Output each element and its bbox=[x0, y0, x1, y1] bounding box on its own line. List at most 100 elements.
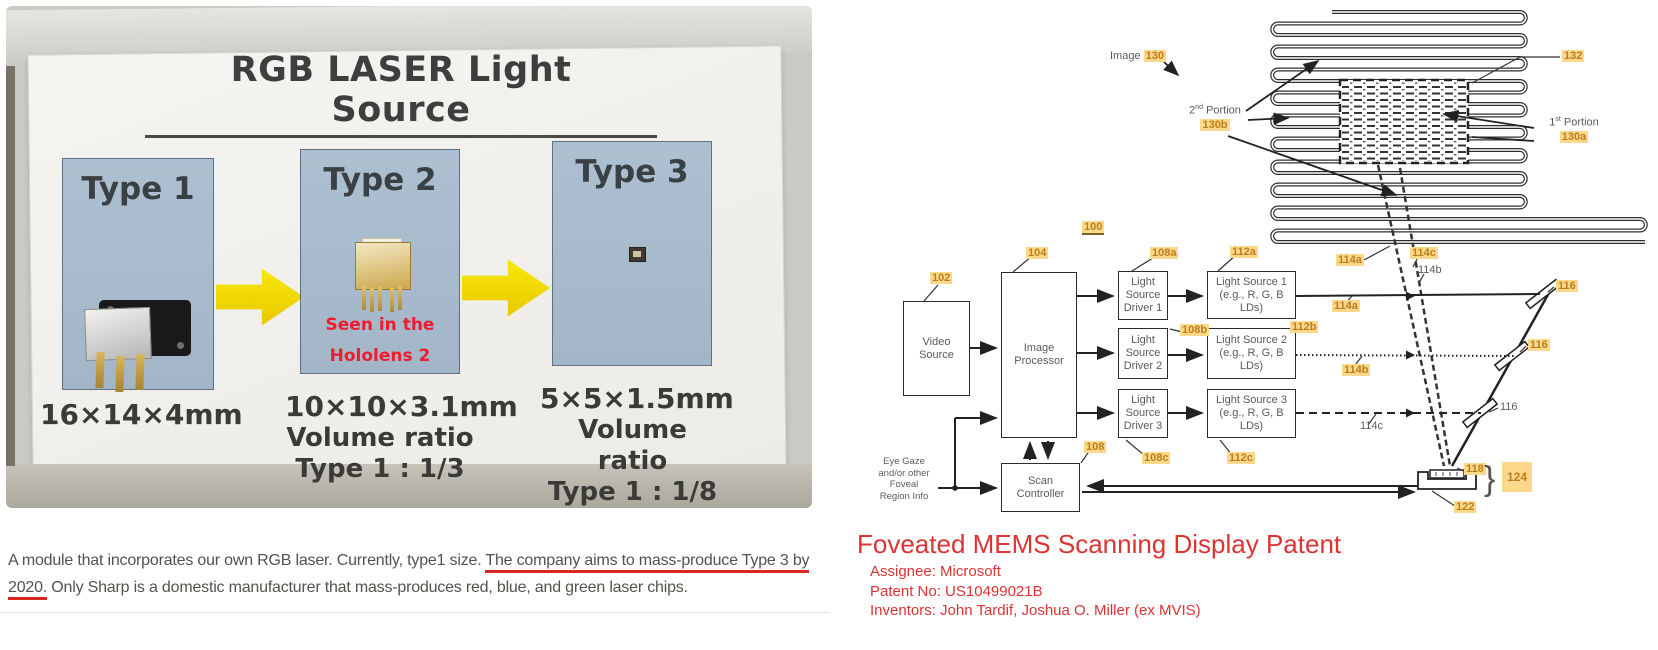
ref-118: 118 bbox=[1464, 463, 1486, 475]
ref-124: 124 bbox=[1502, 462, 1533, 492]
light-source-driver3-block: Light Source Driver 3 bbox=[1118, 389, 1168, 438]
patent-assignee: Assignee: Microsoft bbox=[870, 563, 1001, 580]
ref-124-label: 124 bbox=[1502, 462, 1533, 492]
type2-pin bbox=[362, 286, 366, 310]
ref-112a: 112a bbox=[1230, 246, 1258, 258]
type1-size: 16×14×4mm bbox=[40, 398, 243, 431]
caption-line1: A module that incorporates our own RGB l… bbox=[8, 547, 828, 574]
video-source-block: Video Source bbox=[903, 301, 970, 396]
portion2-num: 2 bbox=[1189, 104, 1196, 117]
ref-130b: 130b bbox=[1200, 118, 1230, 131]
ref-112b-label: 112b bbox=[1290, 321, 1319, 333]
caption-line2-underlined: 2020. bbox=[8, 579, 47, 600]
patent-figure: Video Source Image Processor Light Sourc… bbox=[820, 0, 1658, 650]
ref-108b: 108b bbox=[1180, 324, 1210, 336]
type1-size-block: 16×14×4mm bbox=[40, 398, 243, 431]
type2-pin bbox=[370, 288, 374, 312]
type2-label: Type 2 bbox=[323, 162, 437, 198]
light-beams bbox=[1295, 291, 1541, 418]
caption-line2-normal: Only Sharp is a domestic manufacturer th… bbox=[47, 579, 688, 596]
photo-left-shadow bbox=[6, 66, 15, 466]
second-portion-label: 2nd Portion 130b bbox=[1180, 104, 1250, 131]
eye-gaze-line3: Foveal bbox=[889, 479, 919, 490]
ref-112c: 112c bbox=[1227, 452, 1255, 464]
type1-pin bbox=[135, 353, 145, 391]
ref-114b-lower-label: 114b bbox=[1342, 364, 1371, 376]
type1-pin bbox=[95, 351, 105, 389]
ref-108: 108 bbox=[1084, 441, 1107, 453]
caption-line1-underlined: The company aims to mass-produce Type 3 … bbox=[485, 552, 810, 573]
eye-gaze-label: Eye Gaze and/or other Foveal Region Info bbox=[868, 456, 940, 502]
portion1-sup: st bbox=[1555, 116, 1561, 123]
type2-volume-label: Volume ratio bbox=[286, 423, 474, 453]
ref-108b-label: 108b bbox=[1180, 324, 1210, 336]
eye-gaze-line2: and/or other bbox=[878, 467, 930, 479]
patent-inventors: Inventors: John Tardif, Joshua O. Miller… bbox=[870, 602, 1201, 619]
type1-pin bbox=[115, 355, 125, 393]
ref-104: 104 bbox=[1026, 247, 1049, 259]
type2-pin bbox=[398, 286, 402, 310]
patent-number: Patent No: US10499021B bbox=[870, 582, 1043, 600]
ref-112a-label: 112a bbox=[1230, 246, 1258, 258]
first-portion-label: 1st Portion 130a bbox=[1542, 116, 1606, 143]
ref-116: 116 bbox=[1528, 339, 1550, 351]
light-source-driver1-block: Light Source Driver 1 bbox=[1118, 271, 1168, 320]
type2-ratio: Type 1 : 1/3 bbox=[295, 454, 465, 484]
second-portion-text: 2nd Portion bbox=[1180, 104, 1250, 117]
type3-volume-label: Volume ratio bbox=[578, 415, 687, 476]
poster-title: RGB LASER Light Source bbox=[145, 50, 657, 138]
mirror-rail bbox=[1450, 281, 1557, 467]
ref-114b-upper-label: 114b bbox=[1418, 264, 1442, 276]
ref-114c: 114c bbox=[1410, 247, 1438, 259]
ref-112b: 112b bbox=[1290, 321, 1319, 333]
annotation-line2: Hololens 2 bbox=[329, 346, 431, 366]
ref-114b: 114b bbox=[1342, 364, 1371, 376]
ref-114a: 114a bbox=[1332, 300, 1360, 312]
type1-label: Type 1 bbox=[81, 171, 195, 207]
type3-label: Type 3 bbox=[575, 154, 689, 190]
ref-130a: 130a bbox=[1559, 130, 1589, 143]
type3-module-photo bbox=[629, 247, 646, 262]
light-source3-block: Light Source 3 (e.g., R, G, B LDs) bbox=[1207, 389, 1296, 438]
image-processor-block: Image Processor bbox=[1001, 272, 1077, 438]
caption-line2: 2020. Only Sharp is a domestic manufactu… bbox=[8, 574, 828, 601]
image-label: Image 130 bbox=[1110, 50, 1166, 62]
foveal-region bbox=[1338, 78, 1470, 165]
portion1-num: 1 bbox=[1549, 116, 1556, 129]
hololens-annotation: Seen in the Hololens 2 bbox=[301, 310, 459, 372]
ref-108c: 108c bbox=[1142, 452, 1171, 464]
type1-module-body bbox=[84, 306, 152, 362]
acrylic-case-bottom-edge bbox=[6, 464, 812, 508]
ref-118-label: 118 bbox=[1464, 463, 1486, 475]
ref-100: 100 bbox=[1082, 221, 1105, 235]
type2-size: 10×10×3.1mm bbox=[285, 390, 518, 423]
ref-122: 122 bbox=[1454, 501, 1477, 513]
ref-114a-lower-label: 114a bbox=[1332, 300, 1360, 312]
eye-gaze-line1: Eye Gaze bbox=[883, 456, 925, 467]
projection-beams bbox=[1376, 164, 1452, 467]
ref-114a: 114a bbox=[1336, 254, 1364, 266]
ref-108c-label: 108c bbox=[1142, 452, 1171, 464]
ref-112c-label: 112c bbox=[1227, 452, 1255, 464]
light-source1-block: Light Source 1 (e.g., R, G, B LDs) bbox=[1207, 271, 1296, 319]
patent-caption-details: Assignee: Microsoft Patent No: US1049902… bbox=[870, 562, 1201, 621]
ref-114c-upper-label: 114c bbox=[1410, 247, 1438, 259]
brace-124: } bbox=[1484, 460, 1496, 498]
ref-116-3-label: 116 bbox=[1500, 401, 1518, 413]
patent-figure-lines bbox=[923, 10, 1648, 509]
image-word: Image bbox=[1110, 50, 1141, 62]
caption-separator bbox=[0, 612, 830, 613]
ref-108a: 108a bbox=[1150, 247, 1179, 259]
ref-114a-upper-label: 114a bbox=[1336, 254, 1364, 266]
type3-ratio: Type 1 : 1/8 bbox=[547, 477, 718, 507]
ref-130a-row: 130a bbox=[1542, 130, 1606, 143]
ref-104-label: 104 bbox=[1026, 247, 1049, 259]
eye-gaze-line4: Region Info bbox=[879, 490, 929, 502]
ref-122-label: 122 bbox=[1454, 501, 1477, 513]
type3-size-block: 5×5×1.5mm Volume ratio Type 1 : 1/8 bbox=[540, 382, 734, 508]
ref-102: 102 bbox=[930, 272, 953, 284]
light-source-driver2-block: Light Source Driver 2 bbox=[1118, 328, 1168, 379]
ref-132: 132 bbox=[1562, 50, 1585, 62]
portion2-word: Portion bbox=[1206, 104, 1241, 117]
